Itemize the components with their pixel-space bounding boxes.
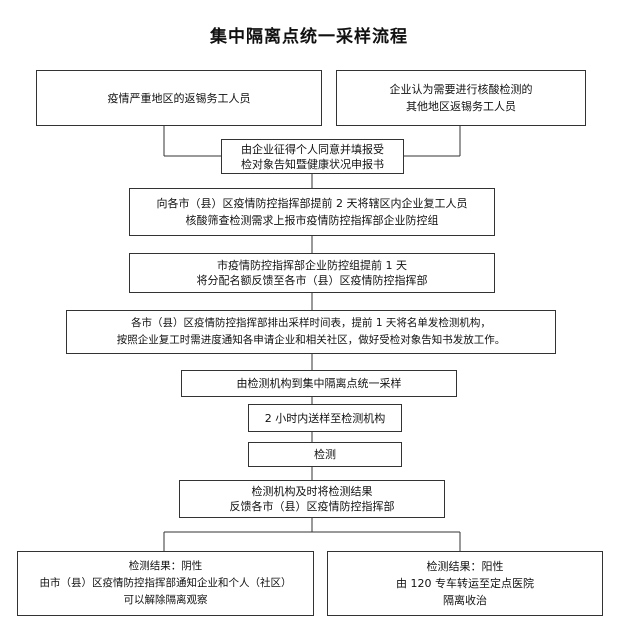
box-worker-high-risk: 疫情严重地区的返锡务工人员 <box>36 70 322 126</box>
box-sampling: 由检测机构到集中隔离点统一采样 <box>181 370 457 397</box>
box-line: 检测结果：阴性 <box>128 560 203 572</box>
box-result-positive: 检测结果：阳性 由 120 专车转运至定点医院 隔离收治 <box>327 551 603 616</box>
box-testing: 检测 <box>248 442 402 467</box>
box-line: 向各市（县）区疫情防控指挥部提前 2 天将辖区内企业复工人员 <box>156 197 468 210</box>
box-district-report: 向各市（县）区疫情防控指挥部提前 2 天将辖区内企业复工人员 核酸筛查检测需求上… <box>129 188 495 236</box>
box-line: 由检测机构到集中隔离点统一采样 <box>236 377 402 390</box>
box-line: 其他地区返锡务工人员 <box>406 100 516 113</box>
box-line: 检测结果：阳性 <box>426 560 504 573</box>
box-line: 由企业征得个人同意并填报受 <box>241 142 384 156</box>
box-line: 按照企业复工时需进度通知各申请企业和相关社区，做好受检对象告知书发放工作。 <box>116 334 506 346</box>
box-deliver: 2 小时内送样至检测机构 <box>248 404 402 432</box>
box-line: 市疫情防控指挥部企业防控组提前 1 天 <box>217 259 407 272</box>
box-line: 核酸筛查检测需求上报市疫情防控指挥部企业防控组 <box>185 214 439 227</box>
box-line: 检测 <box>314 448 336 461</box>
box-line: 检对象告知暨健康状况申报书 <box>241 157 384 171</box>
box-result-negative: 检测结果：阴性 由市（县）区疫情防控指挥部通知企业和个人（社区） 可以解除隔离观… <box>17 551 314 616</box>
box-line: 由 120 专车转运至定点医院 <box>396 577 534 590</box>
box-line: 由市（县）区疫情防控指挥部通知企业和个人（社区） <box>39 577 292 589</box>
box-line: 2 小时内送样至检测机构 <box>264 411 386 425</box>
box-schedule: 各市（县）区疫情防控指挥部排出采样时间表，提前 1 天将名单发检测机构， 按照企… <box>66 310 556 354</box>
box-line: 可以解除隔离观察 <box>123 594 208 606</box>
box-line: 企业认为需要进行核酸检测的 <box>389 83 533 96</box>
box-feedback: 检测机构及时将检测结果 反馈各市（县）区疫情防控指挥部 <box>179 480 445 518</box>
box-line: 隔离收治 <box>443 594 487 607</box>
box-line: 反馈各市（县）区疫情防控指挥部 <box>229 500 395 513</box>
box-line: 各市（县）区疫情防控指挥部排出采样时间表，提前 1 天将名单发检测机构， <box>131 317 491 329</box>
box-line: 疫情严重地区的返锡务工人员 <box>107 91 251 105</box>
box-line: 检测机构及时将检测结果 <box>251 485 373 498</box>
box-city-allocate: 市疫情防控指挥部企业防控组提前 1 天 将分配名额反馈至各市（县）区疫情防控指挥… <box>129 253 495 293</box>
box-consent: 由企业征得个人同意并填报受 检对象告知暨健康状况申报书 <box>221 139 404 174</box>
box-line: 将分配名额反馈至各市（县）区疫情防控指挥部 <box>196 274 428 287</box>
page-title: 集中隔离点统一采样流程 <box>210 27 408 47</box>
box-worker-other: 企业认为需要进行核酸检测的 其他地区返锡务工人员 <box>336 70 586 126</box>
